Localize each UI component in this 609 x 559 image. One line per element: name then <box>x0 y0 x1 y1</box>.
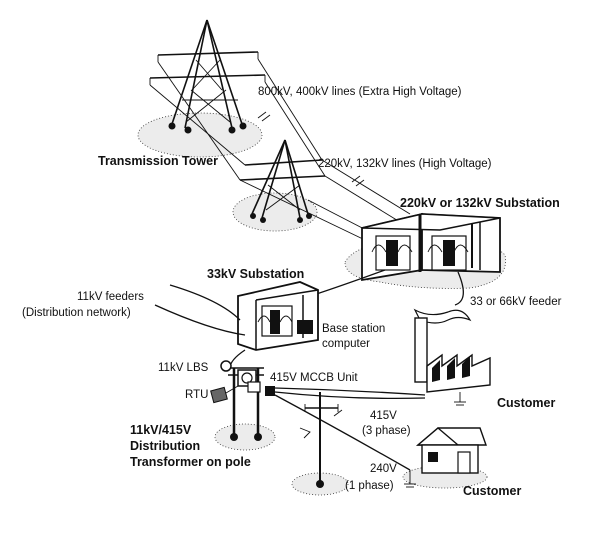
distribution-pole-icon <box>228 367 264 441</box>
dist-transformer-label-2: Distribution <box>130 439 200 453</box>
lv-line-house <box>274 394 411 471</box>
feeder-66kv-line <box>454 271 464 306</box>
customer-house-label: Customer <box>463 484 521 498</box>
pole-ground <box>214 423 276 451</box>
rtu-icon <box>210 386 228 404</box>
transmission-tower-label: Transmission Tower <box>98 154 218 168</box>
mccb-unit-icon <box>265 386 275 396</box>
customer-factory-label: Customer <box>497 396 555 410</box>
hv-transmission-lines <box>239 159 411 241</box>
computer-label: computer <box>322 338 370 350</box>
feeder-11kv-line-1 <box>154 304 246 336</box>
distribution-network-label: (Distribution network) <box>22 307 131 319</box>
ehv-transmission-lines <box>149 58 326 181</box>
lv-line-factory-1 <box>274 387 426 396</box>
tower2-ground <box>232 192 318 232</box>
tower1-ground <box>137 112 263 158</box>
ehv-lines-label: 800kV, 400kV lines (Extra High Voltage) <box>258 86 462 98</box>
lv-pole-icon <box>299 392 343 488</box>
substation-33-label: 33kV Substation <box>207 267 304 281</box>
feeder-11kv-line-2 <box>169 284 241 321</box>
hv-lines-label: 220kV, 132kV lines (High Voltage) <box>318 158 492 170</box>
lbs-label: 11kV LBS <box>158 362 209 374</box>
base-station-computer-icon <box>297 320 313 334</box>
substation-33kv-icon <box>237 281 319 351</box>
base-station-label: Base station <box>322 323 385 335</box>
factory-icon <box>413 308 491 406</box>
house-icon <box>404 427 487 488</box>
substation-220kv-icon <box>361 212 501 282</box>
v415-label: 415V <box>370 410 397 422</box>
feeders-label: 11kV feeders <box>77 291 144 303</box>
dist-transformer-label-1: 11kV/415V <box>130 423 192 437</box>
three-phase-label: (3 phase) <box>362 425 411 437</box>
one-phase-label: (1 phase) <box>345 480 394 492</box>
feeder-33-66-label: 33 or 66kV feeder <box>470 296 562 308</box>
mccb-label: 415V MCCB Unit <box>270 372 358 384</box>
lv-line-factory-2 <box>274 391 426 400</box>
v240-label: 240V <box>370 463 397 475</box>
substation-220-label: 220kV or 132kV Substation <box>400 196 560 210</box>
lbs-switch-icon <box>220 360 232 372</box>
transmission-tower-small-icon <box>239 139 326 223</box>
feeder-11kv-down <box>229 349 246 369</box>
rtu-label: RTU <box>185 389 208 401</box>
dist-transformer-label-3: Transformer on pole <box>130 455 251 469</box>
